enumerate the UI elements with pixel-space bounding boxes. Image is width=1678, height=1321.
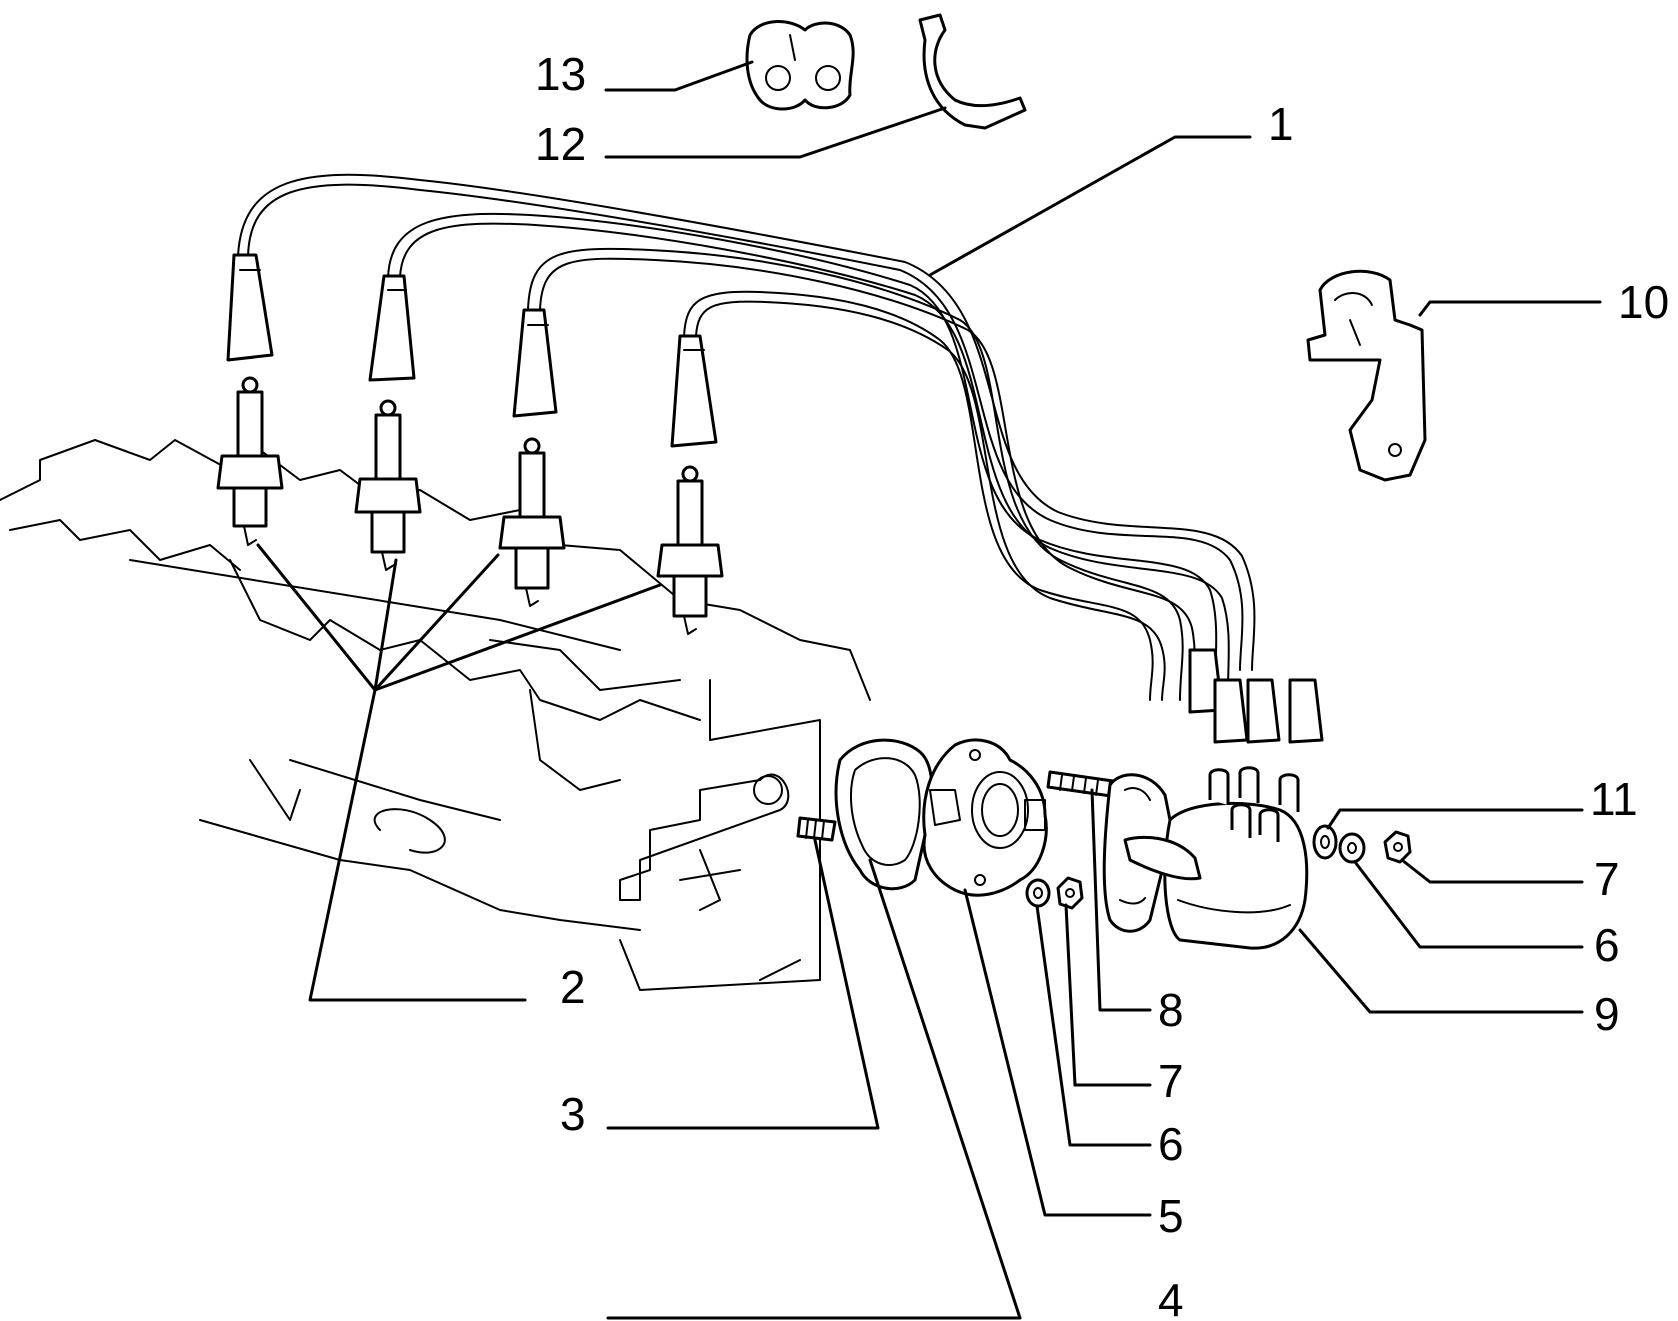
- lead-bracket-12: [918, 13, 1027, 130]
- stud-3: [796, 816, 837, 842]
- gasket-4: [834, 738, 934, 891]
- plug-boot-2: [368, 274, 416, 382]
- spark-plug-2: [354, 399, 422, 571]
- engine-block-drawing: [0, 439, 871, 991]
- spark-plug-1: [216, 376, 284, 546]
- lead-bracket-10: [1306, 269, 1427, 482]
- callout-6-right: 6: [1594, 919, 1620, 971]
- callout-4: 4: [1158, 1274, 1184, 1321]
- callout-12: 12: [535, 118, 586, 170]
- nut-7-right: [1383, 830, 1412, 864]
- callout-3: 3: [560, 1088, 586, 1140]
- washer-6-lower: [1025, 878, 1051, 908]
- callout-7-lower: 7: [1158, 1055, 1184, 1107]
- callout-7-right: 7: [1594, 853, 1620, 905]
- callout-labels: 13 12 1 10 2 3 4 5 6 7 8 11 7 6 9: [535, 48, 1669, 1321]
- callout-6-lower: 6: [1158, 1118, 1184, 1170]
- callout-9: 9: [1594, 988, 1620, 1040]
- callout-13: 13: [535, 48, 586, 100]
- callout-2: 2: [560, 961, 586, 1013]
- callout-8: 8: [1158, 984, 1184, 1036]
- distributor-9: [1102, 766, 1309, 950]
- callout-10: 10: [1618, 276, 1669, 328]
- distributor-lead-boots: [1188, 648, 1324, 744]
- nut-7-lower: [1056, 876, 1084, 910]
- washer-6-right: [1338, 832, 1366, 864]
- lead-clip-13: [745, 20, 855, 111]
- spark-plug-4: [656, 465, 724, 635]
- plug-boot-4: [670, 334, 718, 448]
- plug-boot-3: [512, 308, 558, 418]
- callout-5: 5: [1158, 1190, 1184, 1242]
- callout-11: 11: [1590, 773, 1638, 825]
- distributor-flange-5: [922, 738, 1048, 897]
- ignition-lead-set: [237, 173, 1256, 701]
- leader-lines: [256, 60, 1602, 1320]
- washer-11: [1312, 824, 1338, 860]
- plug-boot-1: [226, 253, 274, 362]
- callout-1: 1: [1268, 98, 1294, 150]
- spark-plug-3: [498, 437, 566, 607]
